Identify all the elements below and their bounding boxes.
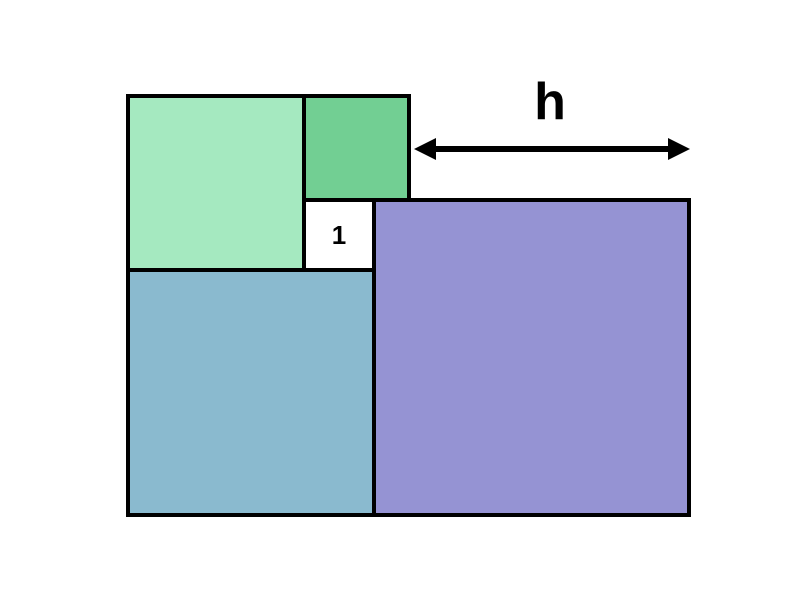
purple-square bbox=[372, 198, 691, 517]
light-green-square bbox=[126, 94, 306, 272]
dimension-label-h: h bbox=[534, 73, 566, 131]
unit-square-label: 1 bbox=[331, 220, 347, 250]
dark-green-square bbox=[302, 94, 411, 202]
